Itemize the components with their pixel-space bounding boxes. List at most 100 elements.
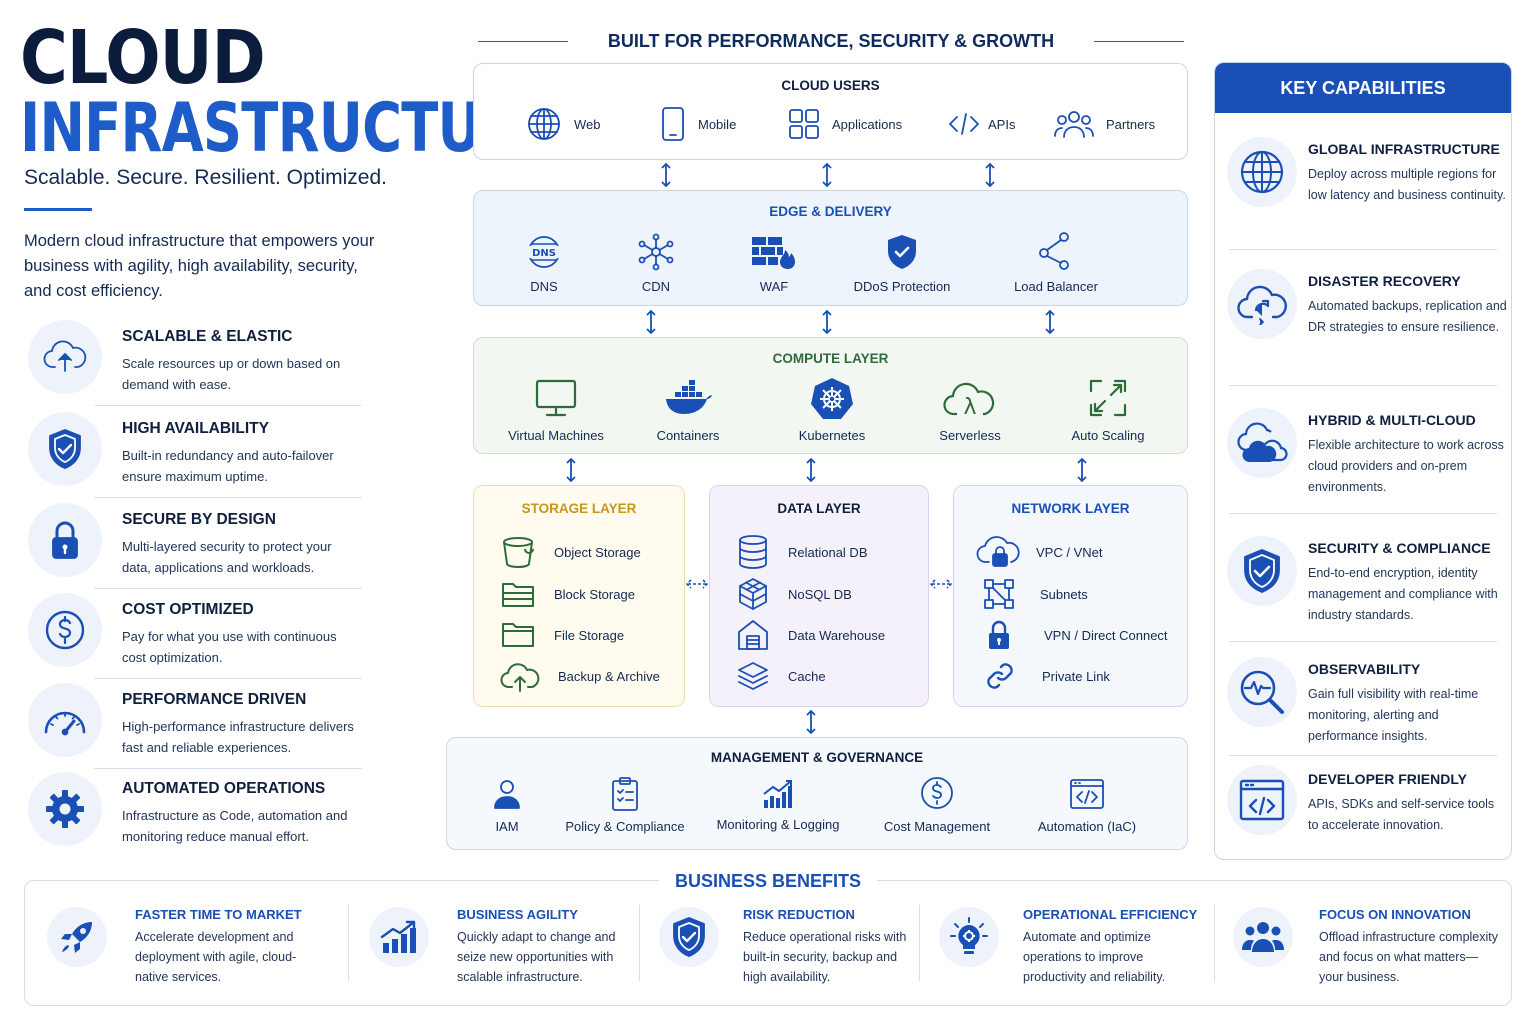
- feature-automated: AUTOMATED OPERATIONS Infrastructure as C…: [28, 772, 362, 862]
- connector-arrow: [806, 457, 816, 483]
- feature-secure: SECURE BY DESIGN Multi-layered security …: [28, 503, 362, 593]
- capability-desc: Automated backups, replication and DR st…: [1308, 299, 1507, 334]
- cloud-lock-icon: [976, 536, 1020, 567]
- multi-cloud-icon: [1227, 408, 1297, 478]
- divider: [1214, 905, 1215, 981]
- dns-glyph: DNS: [532, 248, 556, 259]
- capability-title: DISASTER RECOVERY: [1308, 273, 1461, 289]
- feature-title: AUTOMATED OPERATIONS: [122, 780, 326, 797]
- cloud-upload-icon: [28, 320, 102, 394]
- layer-title: MANAGEMENT & GOVERNANCE: [710, 750, 924, 765]
- divider: [1229, 249, 1497, 250]
- feature-desc: Built-in redundancy and auto-failover en…: [122, 448, 334, 484]
- feature-cost: COST OPTIMIZED Pay for what you use with…: [28, 593, 362, 683]
- feature-title: SCALABLE & ELASTIC: [122, 328, 293, 345]
- business-benefits-panel: BUSINESS BENEFITS FASTER TIME TO MARKET …: [24, 871, 1512, 1006]
- capability-desc: APIs, SDKs and self-service tools to acc…: [1308, 797, 1495, 832]
- globe-icon: [1227, 137, 1297, 207]
- edge-cdn: CDN: [606, 233, 706, 299]
- benefit-desc: Automate and optimize operations to impr…: [1023, 930, 1166, 984]
- connector-arrow: [1045, 309, 1055, 335]
- connector-arrow: [822, 309, 832, 335]
- feature-title: COST OPTIMIZED: [122, 601, 254, 618]
- capability-desc: Gain full visibility with real-time moni…: [1308, 687, 1479, 743]
- expand-arrows-icon: [1089, 379, 1127, 417]
- benefit-title: BUSINESS AGILITY: [457, 907, 578, 922]
- lock-icon: [989, 620, 1009, 649]
- capability-title: DEVELOPER FRIENDLY: [1308, 771, 1467, 787]
- cloud-recovery-icon: [1227, 269, 1297, 339]
- benefit-time-to-market: FASTER TIME TO MARKET Accelerate develop…: [47, 903, 347, 993]
- subnet-icon: [984, 579, 1014, 609]
- item-label: Relational DB: [788, 544, 868, 560]
- item-label: Kubernetes: [798, 428, 866, 443]
- connector-arrow: [806, 709, 816, 735]
- mgmt-monitoring: Monitoring & Logging: [707, 778, 849, 844]
- connector-arrow: [985, 162, 995, 188]
- item-label: Subnets: [1040, 586, 1088, 602]
- user-applications: Applications: [788, 108, 902, 140]
- network-hub-icon: [638, 233, 674, 271]
- edge-ddos: DDoS Protection: [842, 235, 962, 299]
- edge-waf: WAF: [724, 235, 824, 299]
- capability-desc: Flexible architecture to work across clo…: [1308, 438, 1504, 494]
- connector-arrow-horizontal: [929, 579, 953, 589]
- benefit-desc: Offload infrastructure complexity and fo…: [1319, 930, 1499, 984]
- divider: [94, 678, 362, 679]
- lambda-glyph: λ: [963, 395, 976, 418]
- brand-title-line2: INFRASTRUCTURE: [20, 89, 559, 168]
- cloud-users-layer: CLOUD USERS Web Mobile Applications APIs…: [473, 63, 1188, 160]
- header-rule-left: [478, 40, 568, 42]
- item-label: Serverless: [939, 428, 1001, 443]
- management-layer: MANAGEMENT & GOVERNANCE IAM Policy & Com…: [446, 737, 1188, 850]
- item-label: Backup & Archive: [558, 668, 660, 684]
- item-label: Automation (IaC): [1037, 819, 1137, 834]
- brand-title-line1: CLOUD: [20, 15, 266, 101]
- divider: [639, 905, 640, 981]
- header-rule-right: [1094, 40, 1185, 42]
- network-private-link: Private Link: [984, 658, 1110, 694]
- user-label: Web: [574, 116, 601, 132]
- item-label: Auto Scaling: [1071, 428, 1145, 443]
- divider: [94, 768, 362, 769]
- data-cache: Cache: [736, 658, 826, 694]
- people-icon: [1054, 111, 1094, 138]
- feature-desc: Infrastructure as Code, automation and m…: [122, 808, 348, 844]
- item-label: CDN: [641, 279, 671, 294]
- magnifier-pulse-icon: [1227, 657, 1297, 727]
- key-capabilities-title: KEY CAPABILITIES: [1215, 63, 1511, 113]
- compute-layer: COMPUTE LAYER Virtual Machines Container…: [473, 337, 1188, 454]
- network-vpc: VPC / VNet: [976, 534, 1102, 570]
- layer-title: CLOUD USERS: [781, 78, 880, 93]
- connector-arrow: [566, 457, 576, 483]
- divider: [919, 905, 920, 981]
- network-subnets: Subnets: [982, 576, 1088, 612]
- feature-title: HIGH AVAILABILITY: [122, 420, 269, 437]
- user-label: Applications: [832, 116, 903, 132]
- item-label: NoSQL DB: [788, 586, 852, 602]
- item-label: DNS: [530, 279, 558, 294]
- item-label: VPC / VNet: [1036, 544, 1103, 560]
- item-label: WAF: [759, 279, 789, 294]
- compute-vm: Virtual Machines: [496, 378, 616, 448]
- center-title: BUILT FOR PERFORMANCE, SECURITY & GROWTH: [607, 30, 1055, 51]
- compute-containers: Containers: [630, 378, 746, 448]
- benefit-risk: RISK REDUCTION Reduce operational risks …: [659, 903, 949, 993]
- user-mobile: Mobile: [660, 106, 736, 142]
- bucket-icon: [503, 537, 534, 569]
- divider: [94, 497, 362, 498]
- benefit-desc: Accelerate development and deployment wi…: [135, 930, 297, 984]
- user-partners: Partners: [1054, 108, 1155, 140]
- key-capabilities-panel: KEY CAPABILITIES GLOBAL INFRASTRUCTURE D…: [1214, 62, 1512, 860]
- item-label: Policy & Compliance: [565, 819, 685, 834]
- user-apis: APIs: [948, 110, 1015, 138]
- item-label: Containers: [656, 428, 720, 443]
- mgmt-policy: Policy & Compliance: [557, 777, 693, 844]
- team-icon: [1233, 907, 1293, 967]
- item-label: Block Storage: [554, 586, 635, 602]
- shield-check-icon: [28, 412, 102, 486]
- shield-check-icon: [659, 907, 719, 967]
- compute-auto-scaling: Auto Scaling: [1048, 378, 1168, 448]
- capability-desc: End-to-end encryption, identity manageme…: [1308, 566, 1498, 622]
- benefit-efficiency: OPERATIONAL EFFICIENCY Automate and opti…: [939, 903, 1229, 993]
